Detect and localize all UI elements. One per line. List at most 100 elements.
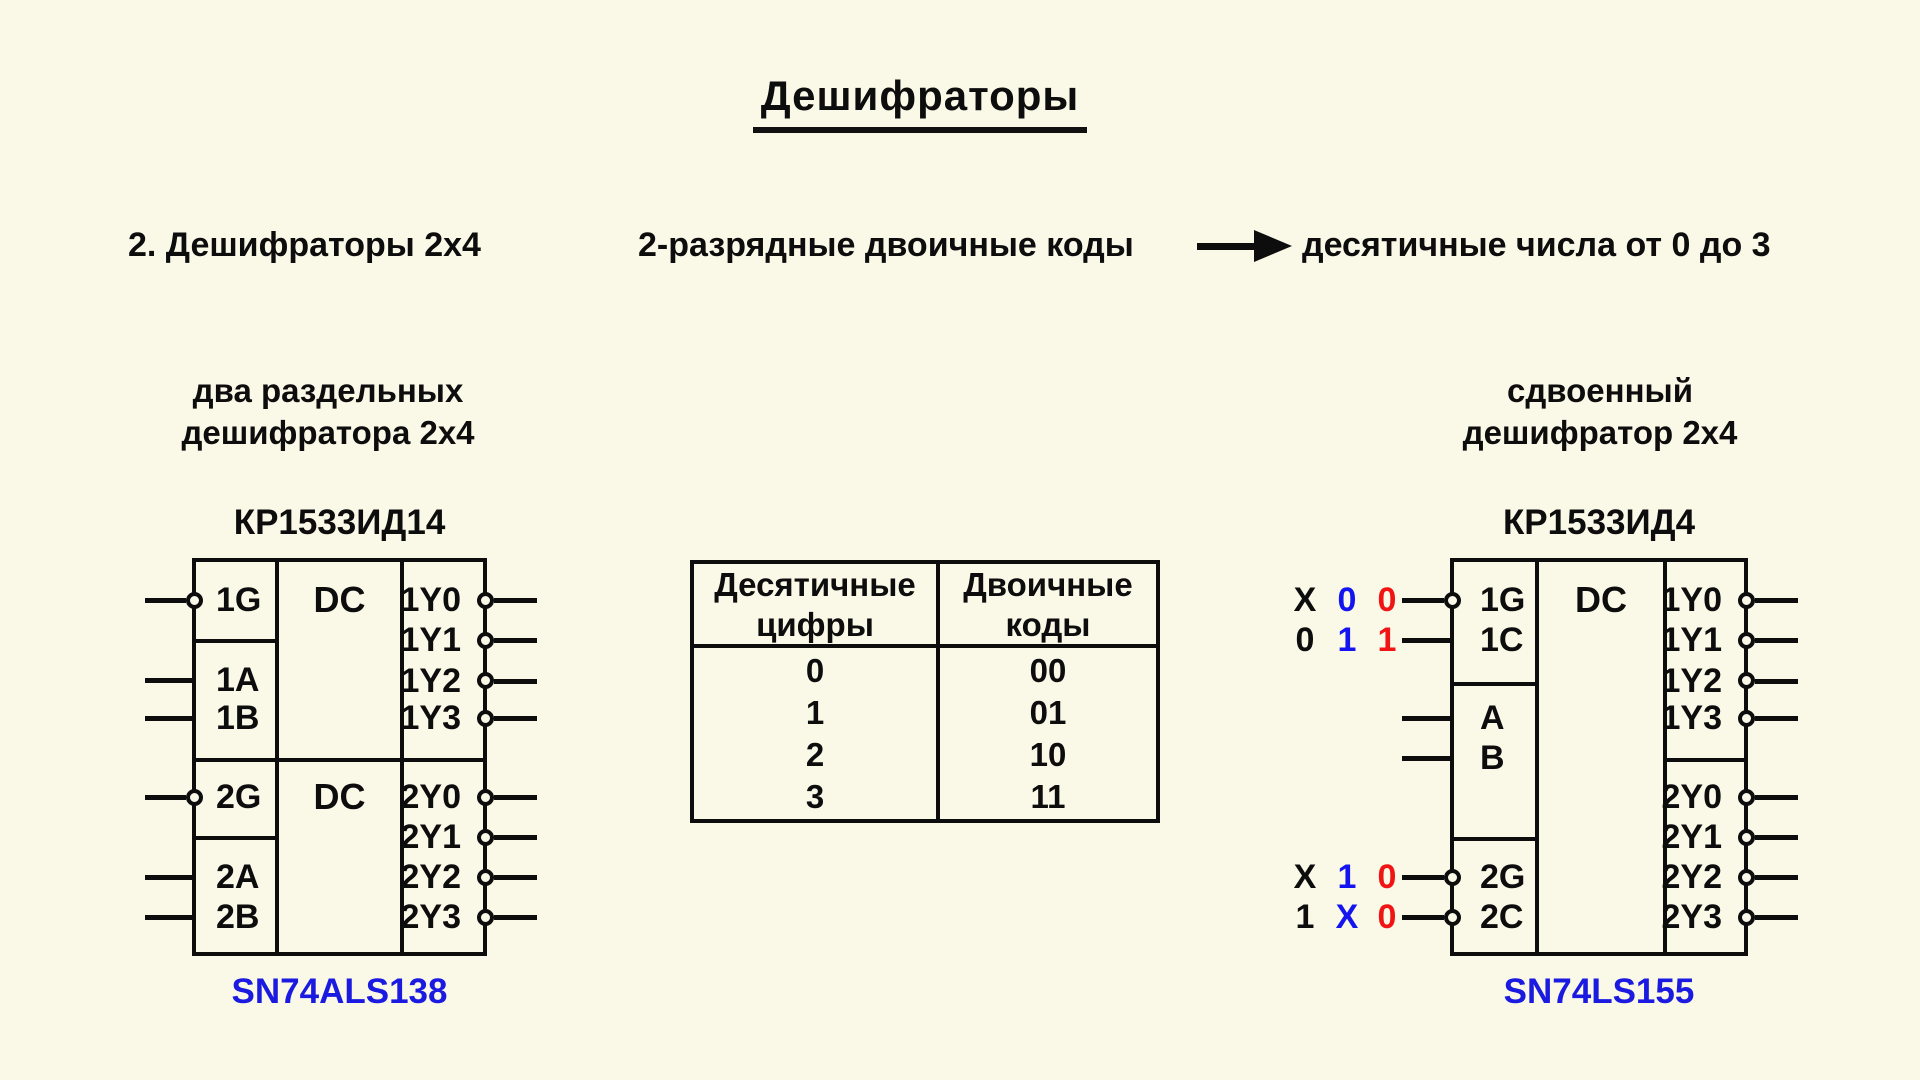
chip2-output-label-1y3: 1Y3 — [1661, 699, 1723, 737]
chip2-wire-a — [1402, 716, 1450, 721]
chip2-caption-line2: дешифратор 2x4 — [1462, 414, 1738, 451]
chip1-output-label-2y0: 2Y0 — [400, 778, 462, 816]
chip1-inversion-bubble-1g — [186, 592, 203, 609]
chip1-input-label-1g: 1G — [216, 581, 262, 619]
chip2-inversion-bubble-2y0 — [1738, 789, 1755, 806]
chip2-part-number: КР1533ИД4 — [1502, 503, 1696, 542]
table-value: 10 — [1029, 736, 1067, 773]
chip1-output-label-2y2: 2Y2 — [400, 858, 462, 896]
chip1-inversion-bubble-1y3 — [477, 710, 494, 727]
chip1-inversion-bubble-2g — [186, 789, 203, 806]
flow-source-label: 2-разрядные двоичные коды — [638, 226, 1134, 264]
chip2-inversion-bubble-2g — [1444, 869, 1461, 886]
chip2-inversion-bubble-2c — [1444, 909, 1461, 926]
chip2-inversion-bubble-1y0 — [1738, 592, 1755, 609]
chip1-wire-2y3 — [494, 915, 537, 920]
chip1-input-label-2b: 2B — [216, 898, 260, 936]
chip1-wire-2y1 — [494, 835, 537, 840]
chip1-symbol: 1G 1A 1B 2G 2A 2B DC DC 1Y0 1Y1 1Y2 1Y3 … — [192, 558, 487, 956]
chip2-inversion-bubble-2y2 — [1738, 869, 1755, 886]
chip2-inversion-bubble-1g — [1444, 592, 1461, 609]
chip1-wire-1g — [145, 598, 186, 603]
chip2-signal-value: 0 — [1377, 581, 1397, 619]
chip2-wire-2g — [1402, 875, 1444, 880]
chip1-inversion-bubble-2y3 — [477, 909, 494, 926]
chip2-signal-value: X — [1293, 858, 1317, 896]
chip1-divider — [400, 562, 404, 952]
chip1-wire-1y1 — [494, 638, 537, 643]
truth-table-header-decimal: Десятичные цифры — [694, 564, 940, 648]
chip2-signal-value: X — [1293, 581, 1317, 619]
arrow-right-icon — [1197, 243, 1257, 250]
page-title: Дешифраторы — [752, 72, 1088, 133]
table-value: 1 — [805, 694, 825, 731]
chip1-caption: два раздельных дешифратора 2x4 — [128, 370, 528, 454]
chip2-inversion-bubble-2y3 — [1738, 909, 1755, 926]
chip1-wire-1y2 — [494, 679, 537, 684]
table-value: 2 — [805, 736, 825, 773]
chip2-signal-value: 1 — [1337, 858, 1357, 896]
chip1-inversion-bubble-2y2 — [477, 869, 494, 886]
chip1-wire-1a — [145, 678, 192, 683]
chip1-divider — [275, 562, 279, 952]
chip1-part-number: КР1533ИД14 — [233, 503, 446, 542]
chip1-analog-label: SN74ALS138 — [231, 972, 448, 1011]
chip1-divider — [196, 758, 483, 762]
section-label: 2. Дешифраторы 2x4 — [128, 226, 481, 264]
chip1-output-label-2y1: 2Y1 — [400, 818, 462, 856]
chip2-wire-1y2 — [1755, 679, 1798, 684]
chip1-inversion-bubble-2y0 — [477, 789, 494, 806]
chip1-output-label-1y2: 1Y2 — [400, 662, 462, 700]
chip1-wire-2a — [145, 875, 192, 880]
chip1-wire-1y0 — [494, 598, 537, 603]
table-value: 01 — [1029, 694, 1067, 731]
chip2-wire-2y2 — [1755, 875, 1798, 880]
chip1-function-label-dc1: DC — [313, 579, 366, 620]
flow-target-label: десятичные числа от 0 до 3 — [1302, 226, 1771, 264]
chip1-input-label-1a: 1A — [216, 661, 260, 699]
chip2-wire-2y1 — [1755, 835, 1798, 840]
chip2-divider — [1535, 562, 1539, 952]
chip2-analog-label: SN74LS155 — [1503, 972, 1695, 1011]
chip2-caption-line1: сдвоенный — [1507, 372, 1693, 409]
chip1-wire-2g — [145, 795, 186, 800]
table-value: 0 — [805, 652, 825, 689]
chip2-input-label-b: B — [1480, 739, 1505, 777]
chip1-inversion-bubble-1y0 — [477, 592, 494, 609]
chip2-wire-2c — [1402, 915, 1444, 920]
chip2-signal-value: 0 — [1295, 621, 1315, 659]
chip2-input-label-2g: 2G — [1480, 858, 1526, 896]
chip2-input-label-1c: 1C — [1480, 621, 1524, 659]
chip1-divider — [196, 836, 279, 840]
truth-table-decimal-column: 0 1 2 3 — [694, 648, 940, 819]
chip2-inversion-bubble-1y1 — [1738, 632, 1755, 649]
chip2-divider — [1454, 682, 1539, 686]
chip2-divider — [1663, 758, 1744, 762]
chip1-input-label-2g: 2G — [216, 778, 262, 816]
chip1-output-label-1y3: 1Y3 — [400, 699, 462, 737]
chip2-signal-value: 1 — [1295, 898, 1315, 936]
chip1-wire-1y3 — [494, 716, 537, 721]
chip2-input-label-a: A — [1480, 699, 1505, 737]
chip2-caption: сдвоенный дешифратор 2x4 — [1400, 370, 1800, 454]
chip2-inversion-bubble-1y3 — [1738, 710, 1755, 727]
table-value: 11 — [1030, 778, 1066, 815]
chip1-divider — [196, 639, 279, 643]
chip2-input-label-2c: 2C — [1480, 898, 1524, 936]
chip1-output-label-2y3: 2Y3 — [400, 898, 462, 936]
chip1-wire-2b — [145, 915, 192, 920]
chip2-signal-value: 0 — [1377, 858, 1397, 896]
chip2-wire-2y0 — [1755, 795, 1798, 800]
chip2-wire-1c — [1402, 638, 1450, 643]
chip2-output-label-2y3: 2Y3 — [1661, 898, 1723, 936]
chip2-signal-value: 1 — [1377, 621, 1397, 659]
chip2-output-label-2y0: 2Y0 — [1661, 778, 1723, 816]
page-title-wrap: Дешифраторы — [560, 72, 1280, 133]
chip1-output-label-1y0: 1Y0 — [400, 581, 462, 619]
chip1-caption-line2: дешифратора 2x4 — [181, 414, 475, 451]
chip2-output-label-2y2: 2Y2 — [1661, 858, 1723, 896]
chip2-symbol: 1G 1C A B 2G 2C DC 1Y0 1Y1 1Y2 1Y3 2Y0 2… — [1450, 558, 1748, 956]
chip1-inversion-bubble-1y2 — [477, 672, 494, 689]
truth-table-header-binary: Двоичные коды — [940, 564, 1156, 648]
